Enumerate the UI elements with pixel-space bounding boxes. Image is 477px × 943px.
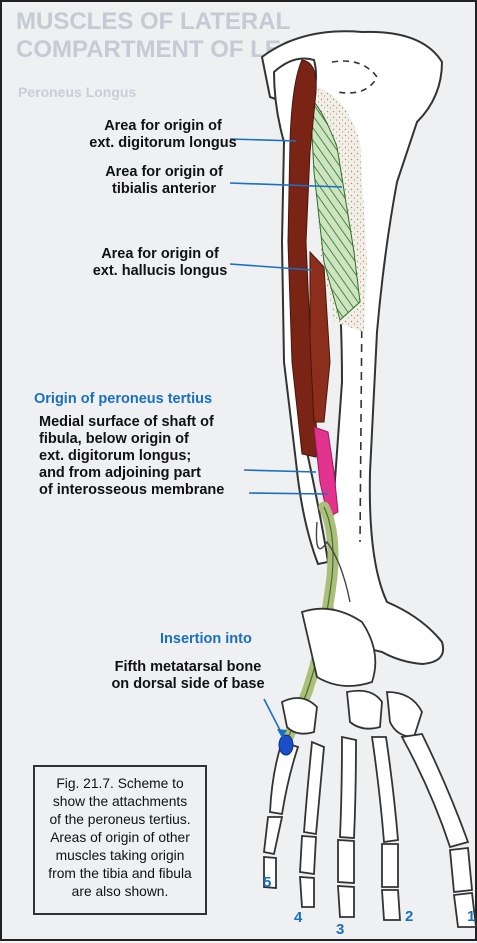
foot-bones [264,609,476,927]
label-medial-surface: Medial surface of shaft of fibula, below… [39,414,259,499]
figure-caption: Fig. 21.7. Scheme to show the attachment… [33,765,207,915]
label-insertion-heading: Insertion into [160,631,270,648]
digit-number-2: 2 [405,908,413,925]
insertion-point [279,735,293,755]
label-ext-digitorum-longus: Area for origin of ext. digitorum longus [88,118,238,152]
label-origin-peroneus-tertius: Origin of peroneus tertius [34,391,244,408]
label-tibialis-anterior: Area for origin of tibialis anterior [94,164,234,198]
digit-number-3: 3 [336,921,344,938]
digit-number-5: 5 [263,874,271,891]
label-fifth-metatarsal: Fifth metatarsal bone on dorsal side of … [102,659,274,693]
label-ext-hallucis-longus: Area for origin of ext. hallucis longus [84,246,236,280]
digit-number-1: 1 [467,908,475,925]
digit-number-4: 4 [294,909,302,926]
